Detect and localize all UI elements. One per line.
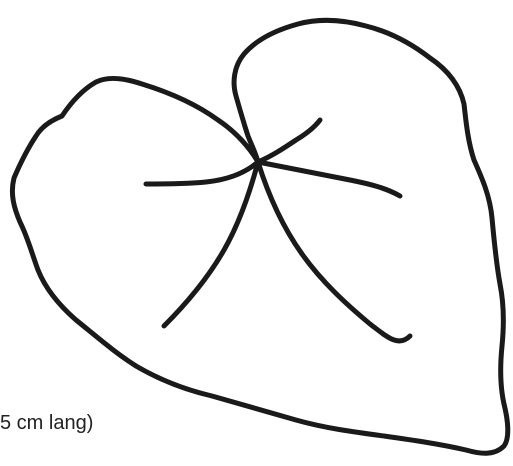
leaf-vein-left (146, 162, 258, 184)
figure-caption: 5 cm lang) (0, 411, 93, 435)
leaf-vein-right (258, 162, 400, 196)
leaf-vein-upper-right (258, 120, 320, 162)
leaf-outline (12, 20, 507, 453)
leaf-vein-lower-left (164, 162, 258, 326)
